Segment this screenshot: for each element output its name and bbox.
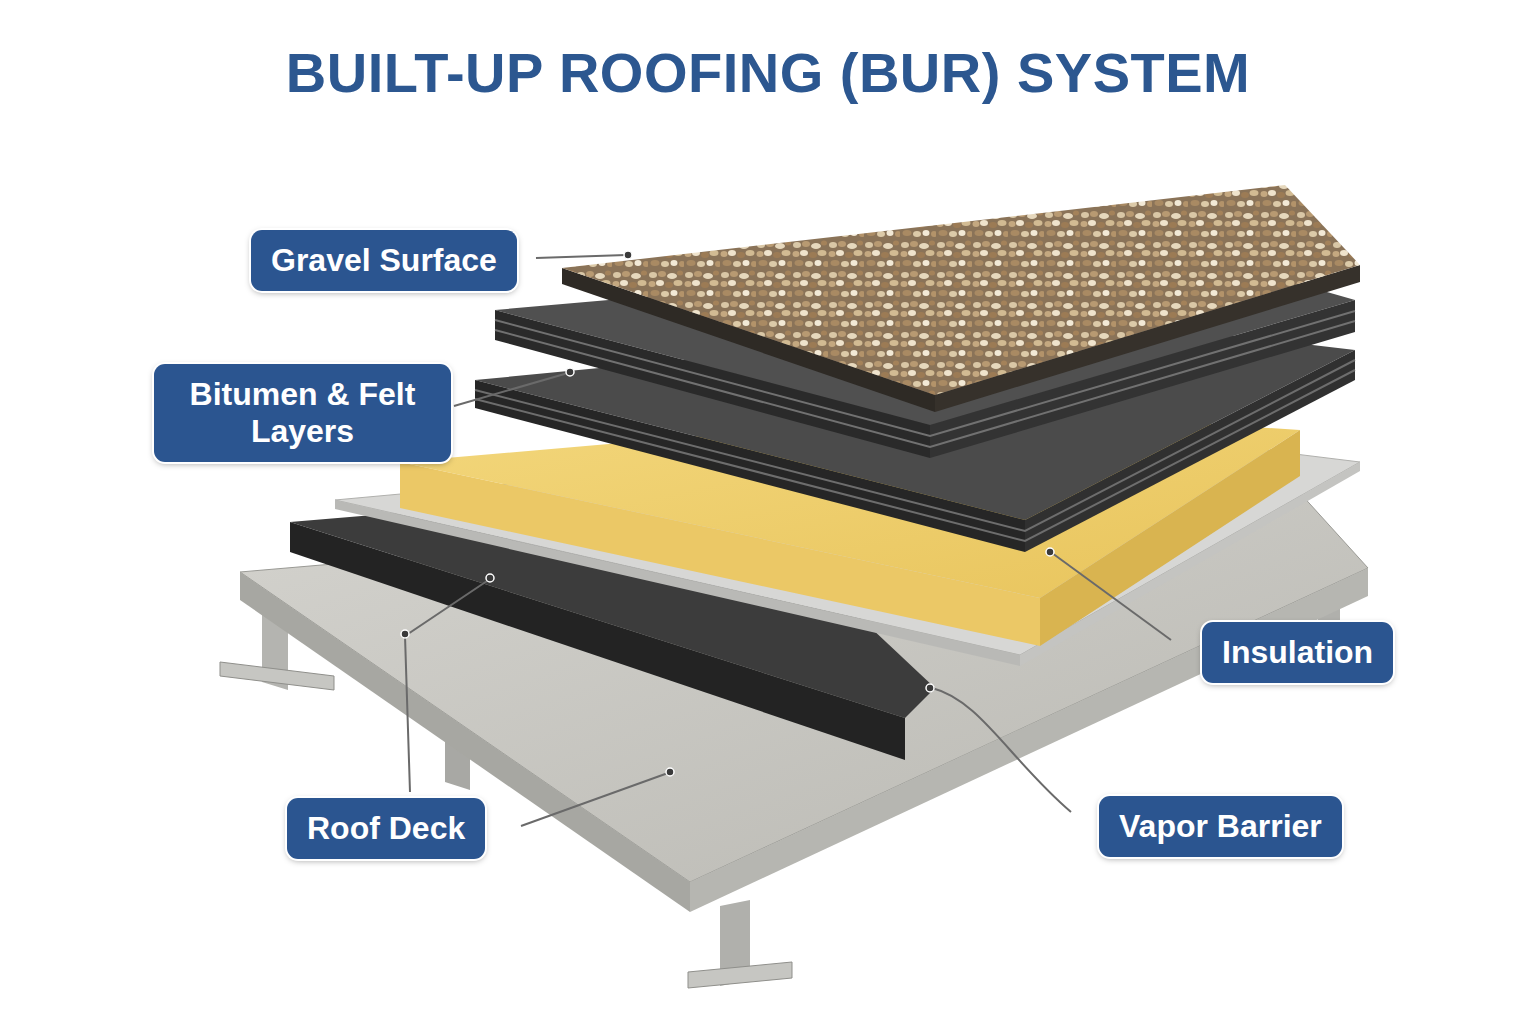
diagram-title: BUILT-UP ROOFING (BUR) SYSTEM xyxy=(0,40,1536,105)
callout-label: Insulation xyxy=(1202,622,1393,683)
label-text: Gravel Surface xyxy=(271,242,497,279)
callout-label: Bitumen & Felt Layers xyxy=(154,364,451,462)
gravel-layer xyxy=(562,185,1360,412)
label-text: Vapor Barrier xyxy=(1119,808,1322,845)
label-text: Roof Deck xyxy=(307,810,465,847)
callout-label: Vapor Barrier xyxy=(1099,796,1342,857)
leader-dot xyxy=(401,251,1054,776)
callout-label: Gravel Surface xyxy=(251,230,517,291)
label-text: Bitumen & Felt Layers xyxy=(174,376,431,450)
leader-line xyxy=(405,255,1171,826)
callout-label: Roof Deck xyxy=(287,798,485,859)
label-text: Insulation xyxy=(1222,634,1373,671)
